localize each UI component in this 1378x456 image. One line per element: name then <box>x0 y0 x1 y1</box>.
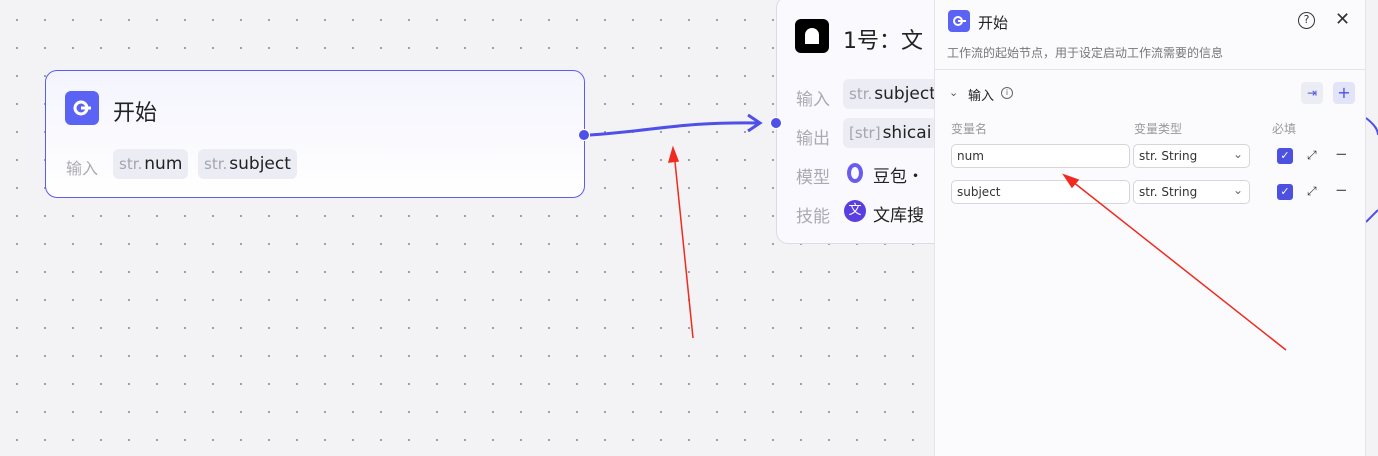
variable-name-input[interactable]: subject <box>951 180 1130 204</box>
llm-node-title: 1号：文 <box>843 29 923 54</box>
llm-input-tag: str.subject <box>843 79 942 109</box>
start-node-title: 开始 <box>113 101 158 126</box>
llm-output-label: 输出 <box>796 129 830 149</box>
llm-output-tag: [str]shicai <box>843 118 938 148</box>
remove-icon[interactable]: − <box>1335 145 1348 163</box>
annotation-arrowhead <box>667 145 680 163</box>
info-icon: i <box>1001 87 1013 99</box>
llm-skill-value: 文库搜 <box>873 206 924 226</box>
edge-start-to-llm <box>589 121 759 137</box>
annotation-arrow <box>673 151 694 339</box>
doubao-icon <box>847 163 863 183</box>
start-icon <box>948 10 970 32</box>
annotation-arrowhead <box>1062 173 1080 189</box>
expand-icon[interactable]: ⤢ <box>1307 148 1317 162</box>
node-settings-panel: 开始 ? ✕ 工作流的起始节点，用于设定启动工作流需要的信息 ⌄ 输入 i ⇥ … <box>934 0 1366 456</box>
expand-icon[interactable]: ⤢ <box>1307 184 1317 198</box>
wenku-icon: 文 <box>844 200 866 222</box>
divider <box>935 69 1365 70</box>
variable-name-input[interactable]: num <box>951 144 1130 168</box>
start-node-icon <box>65 91 99 125</box>
remove-icon[interactable]: − <box>1335 181 1348 199</box>
variable-type-select[interactable]: str. String⌄ <box>1133 180 1250 204</box>
col-header-type: 变量类型 <box>1134 122 1183 136</box>
llm-model-value: 豆包・ <box>873 167 924 187</box>
annotation-arrow <box>1067 177 1287 351</box>
panel-description: 工作流的起始节点，用于设定启动工作流需要的信息 <box>947 46 1224 60</box>
llm-input-label: 输入 <box>796 90 830 110</box>
llm-input-port[interactable] <box>770 117 782 129</box>
input-tag-subject: str.subject <box>198 149 297 179</box>
llm-skill-label: 技能 <box>796 207 830 227</box>
output-port[interactable] <box>578 129 590 141</box>
col-header-name: 变量名 <box>951 122 988 136</box>
required-checkbox[interactable]: ✓ <box>1277 184 1293 200</box>
ghost-icon <box>795 19 829 53</box>
import-button[interactable]: ⇥ <box>1301 82 1323 104</box>
llm-model-label: 模型 <box>796 168 830 188</box>
help-icon[interactable]: ? <box>1298 12 1315 29</box>
section-title: 输入 <box>968 89 995 104</box>
input-tag-num: str.num <box>113 149 189 179</box>
col-header-required: 必填 <box>1272 122 1297 136</box>
add-variable-button[interactable]: + <box>1333 82 1355 104</box>
required-checkbox[interactable]: ✓ <box>1277 148 1293 164</box>
chevron-down-icon: ⌄ <box>1232 183 1243 197</box>
variable-type-select[interactable]: str. String⌄ <box>1133 144 1250 168</box>
chevron-down-icon: ⌄ <box>1232 147 1243 161</box>
chevron-down-icon[interactable]: ⌄ <box>949 86 959 99</box>
panel-title: 开始 <box>978 14 1009 32</box>
input-label: 输入 <box>66 159 99 178</box>
start-node[interactable]: 开始 输入 str.num str.subject <box>45 70 590 198</box>
edge-arrowhead <box>747 113 763 133</box>
close-icon[interactable]: ✕ <box>1335 9 1351 30</box>
